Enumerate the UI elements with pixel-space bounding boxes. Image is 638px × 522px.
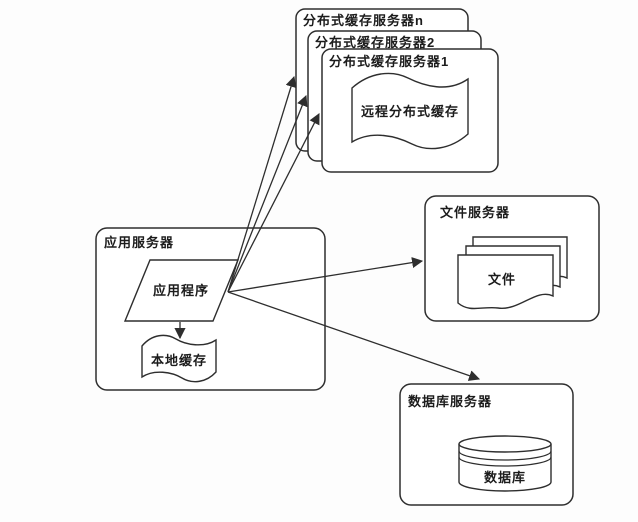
node-db-server: 数据库服务器 数据库 bbox=[399, 383, 574, 506]
node-file-server: 文件服务器 文件 bbox=[424, 195, 600, 322]
file-server-label: 文件服务器 bbox=[440, 205, 510, 220]
edge-app-to-db-server bbox=[227, 291, 481, 381]
local-cache-shape bbox=[141, 334, 217, 383]
remote-cache-label: 远程分布式缓存 bbox=[361, 104, 459, 119]
node-app-server: 应用服务器 应用程序 本地缓存 bbox=[95, 227, 326, 391]
cache-server-n-label: 分布式缓存服务器n bbox=[303, 13, 424, 28]
node-cache-server-stack: 分布式缓存服务器n 分布式缓存服务器2 分布式缓存服务器1 远程分布式缓存 bbox=[295, 8, 499, 173]
database-cylinder-top bbox=[458, 435, 552, 453]
local-cache-label: 本地缓存 bbox=[151, 353, 207, 368]
database-cylinder-stripe-2 bbox=[458, 456, 552, 467]
file-document-front bbox=[457, 254, 554, 310]
database-cylinder-body bbox=[458, 444, 552, 492]
files-label: 文件 bbox=[488, 272, 516, 287]
cache-server-1-label: 分布式缓存服务器1 bbox=[329, 54, 449, 69]
db-server-label: 数据库服务器 bbox=[408, 394, 492, 409]
edge-app-to-cache-server-2 bbox=[227, 94, 308, 293]
edge-app-to-cache-server-1 bbox=[227, 113, 320, 293]
app-server-label: 应用服务器 bbox=[104, 235, 174, 250]
database-label: 数据库 bbox=[484, 470, 526, 485]
cache-server-2-label: 分布式缓存服务器2 bbox=[315, 35, 435, 50]
edge-app-to-cache-server-n bbox=[227, 75, 297, 293]
edge-app-to-file-server bbox=[227, 257, 424, 293]
edges bbox=[174, 75, 481, 381]
application-parallelogram bbox=[123, 259, 240, 322]
remote-cache-shape bbox=[351, 72, 469, 150]
application-label: 应用程序 bbox=[153, 283, 209, 298]
database-cylinder-stripe-1 bbox=[458, 450, 552, 461]
